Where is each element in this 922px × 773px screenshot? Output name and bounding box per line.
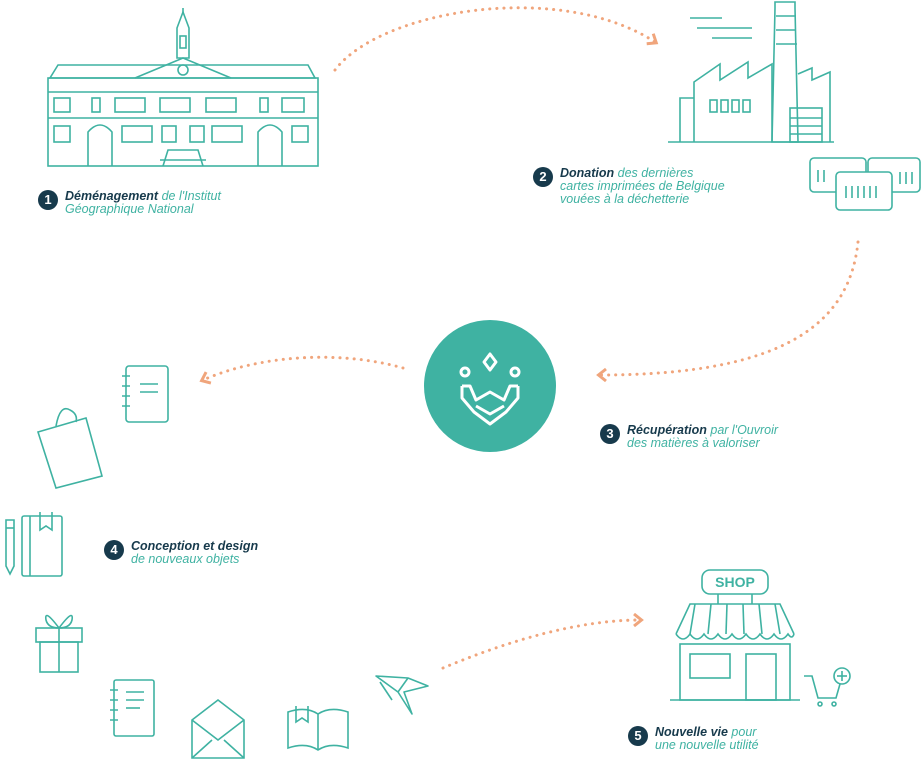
- step-1-desc-line2: Géographique National: [65, 202, 194, 216]
- origami-bird-icon: [375, 675, 429, 715]
- step-3-number-badge: 3: [600, 424, 620, 444]
- flow-arrow-4-5: [441, 612, 644, 670]
- step-2-desc: des dernières: [614, 166, 694, 180]
- envelope-icon: [191, 698, 245, 759]
- step-4-desc-line2: de nouveaux objets: [131, 552, 240, 566]
- shop-storefront-icon: [670, 569, 800, 701]
- sketchbook-icon: [21, 512, 63, 577]
- flow-arrow-2-3: [596, 240, 860, 383]
- step-2-number-badge: 2: [533, 167, 553, 187]
- step-5-title: Nouvelle vie: [655, 725, 728, 739]
- step-4-number-badge: 4: [104, 540, 124, 560]
- step-5-desc: pour: [727, 725, 757, 739]
- step-4-text: Conception et design de nouveaux objets: [131, 540, 258, 566]
- spiral-notepad-icon: [122, 365, 169, 423]
- shopping-cart-add-icon: [804, 667, 851, 707]
- open-book-icon: [287, 706, 349, 751]
- step-3-desc: par l'Ouvroir: [706, 423, 779, 437]
- step-3-text: Récupération par l'Ouvroir des matières …: [627, 424, 778, 450]
- step-1-title: Déménagement: [65, 189, 159, 203]
- recycling-bins-icon: [809, 157, 921, 211]
- step-5-desc-line2: une nouvelle utilité: [655, 738, 759, 752]
- step-2-desc-line3: vouées à la déchetterie: [560, 192, 690, 206]
- step-2-desc-line2: cartes imprimées de Belgique: [560, 179, 725, 193]
- notebook-icon: [110, 679, 155, 737]
- step-3-title: Récupération: [627, 423, 707, 437]
- step-2-title: Donation: [560, 166, 615, 180]
- step-4-title: Conception et design: [131, 539, 259, 553]
- step-1-desc: de l'Institut: [158, 189, 221, 203]
- step-2-text: Donation des dernières cartes imprimées …: [560, 167, 725, 206]
- step-3-desc-line2: des matières à valoriser: [627, 436, 760, 450]
- step-1-text: Déménagement de l'Institut Géographique …: [65, 190, 221, 216]
- pencil-icon: [5, 519, 15, 576]
- factory-icon: [668, 1, 834, 143]
- gift-box-icon: [35, 614, 83, 673]
- shopping-bag-icon: [36, 407, 103, 489]
- step-1-number-badge: 1: [38, 190, 58, 210]
- flow-arrow-1-2: [333, 6, 659, 72]
- shop-sign-text: SHOP: [715, 574, 755, 590]
- government-building-icon: [47, 8, 319, 167]
- step-5-number-badge: 5: [628, 726, 648, 746]
- ouvroir-logo-icon: [424, 320, 556, 452]
- step-5-text: Nouvelle vie pour une nouvelle utilité: [655, 726, 759, 752]
- flow-arrow-3-4: [199, 355, 405, 385]
